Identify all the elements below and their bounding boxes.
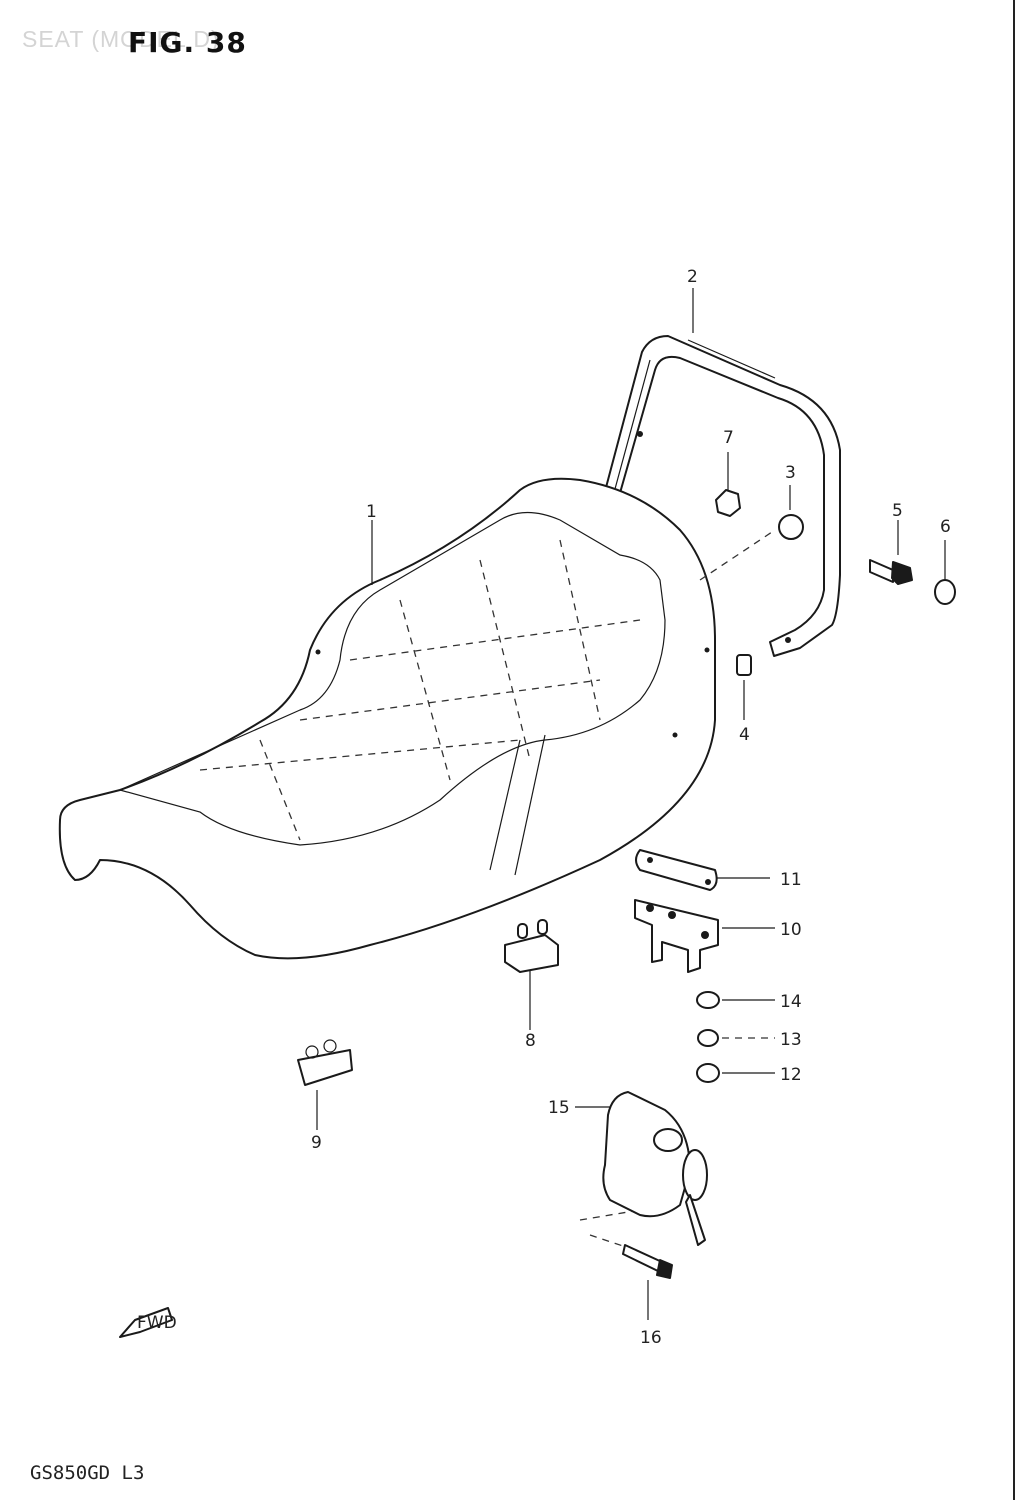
nut-part-12 (696, 1063, 720, 1083)
nut-part-7 (715, 489, 741, 517)
cap-part-6 (934, 579, 956, 605)
part-label-3: 3 (785, 463, 796, 483)
part-label-13: 13 (780, 1030, 802, 1050)
part-label-9: 9 (311, 1133, 322, 1153)
part-label-7: 7 (723, 428, 734, 448)
grab-rail (603, 335, 841, 657)
cushion-part-8 (504, 919, 559, 973)
part-label-12: 12 (780, 1065, 802, 1085)
bolt-part-5 (869, 559, 913, 585)
part-label-15: 15 (548, 1098, 570, 1118)
screw-part-16 (622, 1244, 673, 1279)
faint-section-title: SEAT (MODEL D) (22, 26, 220, 52)
cushion-part-4 (736, 654, 752, 676)
forward-direction-marker: FWD (119, 1307, 177, 1338)
part-label-8: 8 (525, 1031, 536, 1051)
part-label-4: 4 (739, 725, 750, 745)
washer-part-14 (696, 991, 720, 1009)
part-label-5: 5 (892, 501, 903, 521)
cushion-part-9 (297, 1039, 353, 1086)
plate-part-11 (635, 849, 718, 891)
part-number-labels: 1 2 3 4 5 6 7 8 9 10 11 12 13 14 15 16 (311, 267, 951, 1348)
part-label-16: 16 (640, 1328, 662, 1348)
page-border-right (1013, 0, 1015, 1500)
part-label-10: 10 (780, 920, 802, 940)
part-label-1: 1 (366, 502, 377, 522)
fwd-label: FWD (137, 1313, 177, 1333)
bracket-part-10 (634, 899, 719, 973)
seat-lock-part-15 (602, 1091, 708, 1246)
part-label-11: 11 (780, 870, 802, 890)
lockwasher-part-13 (697, 1029, 719, 1047)
part-label-2: 2 (687, 267, 698, 287)
model-code-footer: GS850GD L3 (30, 1462, 145, 1484)
figure-title: FIG. 38 (128, 26, 247, 59)
seat-body (58, 477, 716, 960)
washer-part-3 (778, 514, 804, 540)
leader-lines (316, 288, 946, 1320)
part-label-6: 6 (940, 517, 951, 537)
part-label-14: 14 (780, 992, 802, 1012)
